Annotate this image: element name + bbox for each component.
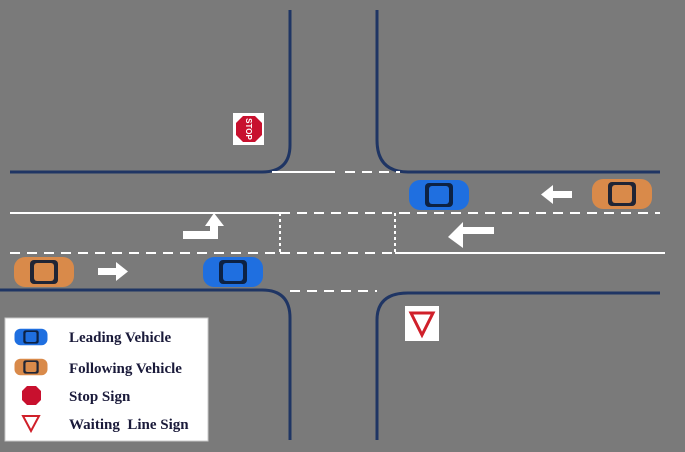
curb-top-left bbox=[10, 10, 292, 174]
following-vehicle bbox=[14, 257, 74, 287]
right-arrow-icon bbox=[98, 262, 128, 281]
legend-label-following-vehicle: Following Vehicle bbox=[69, 361, 182, 377]
left-arrow-icon bbox=[541, 185, 572, 204]
leading-vehicle bbox=[203, 257, 263, 287]
yield-sign-triangle bbox=[408, 311, 436, 339]
yield-sign bbox=[405, 306, 439, 341]
legend-label-waiting-line-sign: Waiting Line Sign bbox=[69, 417, 189, 433]
right-turn-arrow-icon bbox=[183, 213, 224, 239]
lane-markings bbox=[10, 171, 665, 292]
legend-label-stop-sign: Stop Sign bbox=[69, 389, 131, 405]
stop-sign-text: STOP bbox=[244, 118, 253, 140]
curbs bbox=[0, 10, 660, 440]
left-arrow-icon bbox=[448, 222, 494, 248]
stop-sign: STOP bbox=[233, 113, 264, 145]
legend-label-leading-vehicle: Leading Vehicle bbox=[69, 330, 171, 346]
legend: Leading Vehicle Following Vehicle Stop S… bbox=[4, 317, 209, 442]
following-vehicle bbox=[592, 179, 652, 209]
stop-sign-octagon bbox=[236, 116, 262, 142]
leading-vehicle-icon bbox=[14, 328, 48, 346]
curb-bottom-right bbox=[375, 291, 660, 440]
following-vehicle-icon bbox=[14, 358, 48, 376]
curb-bottom-left bbox=[0, 288, 292, 440]
leading-vehicle bbox=[409, 180, 469, 210]
yield-sign-icon bbox=[21, 415, 41, 434]
curb-top-right bbox=[375, 10, 660, 174]
stop-sign-icon bbox=[22, 386, 41, 405]
